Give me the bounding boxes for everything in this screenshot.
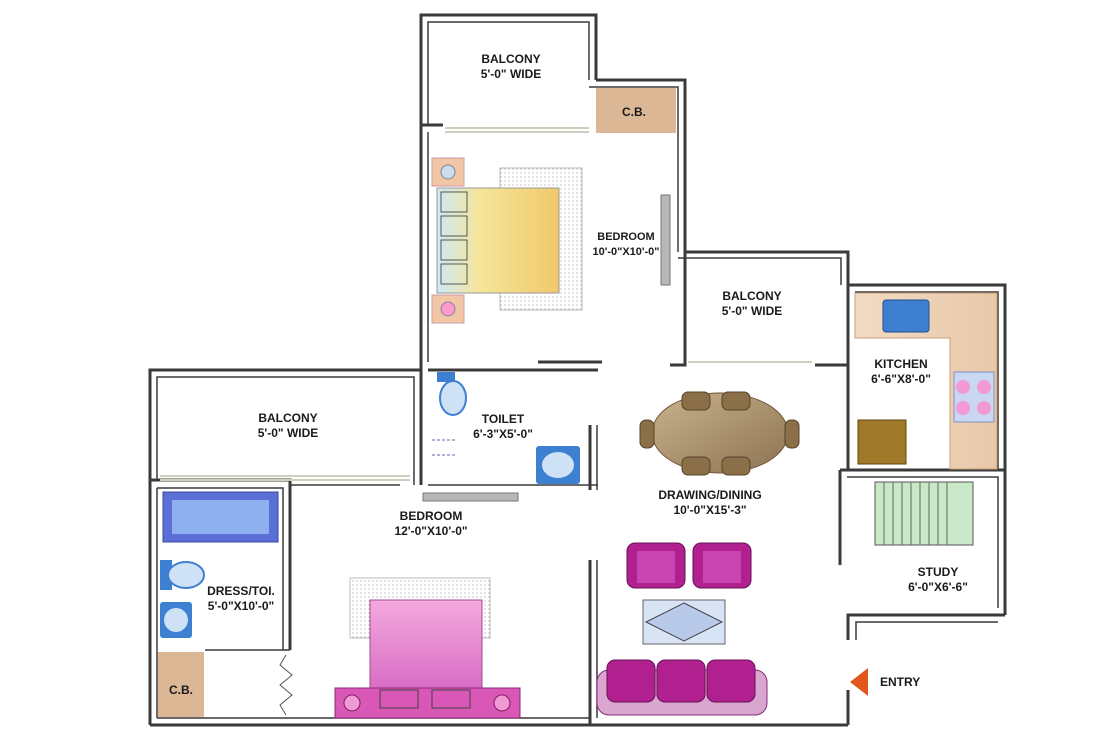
cupboard-bottom [158, 652, 204, 717]
drawing-dining-size: 10'-0"X15'-3" [673, 503, 746, 517]
entry-arrow-icon [850, 668, 868, 696]
bedroom-second-size: 12'-0"X10'-0" [394, 524, 467, 538]
cupboard-top [596, 88, 676, 133]
kitchen-size: 6'-6"X8'-0" [871, 372, 931, 386]
balcony-top-size: 5'-0" WIDE [481, 67, 542, 81]
bedroom-master-name: BEDROOM [597, 231, 654, 243]
drawing-dining-name: DRAWING/DINING [658, 488, 761, 502]
living-furniture [596, 542, 768, 716]
study-size: 6'-0"X6'-6" [908, 580, 968, 594]
tv-unit [422, 492, 519, 502]
balcony-right-name: BALCONY [722, 289, 781, 303]
dress-toilet-name: DRESS/TOI. [207, 584, 275, 598]
toilet-size: 6'-3"X5'-0" [473, 427, 533, 441]
kitchen-counter [854, 292, 998, 470]
wardrobe-master [660, 194, 671, 286]
dining-set [639, 391, 800, 476]
bedroom-master-size: 10'-0"X10'-0" [592, 246, 659, 258]
study-staircase [874, 481, 974, 546]
kitchen-name: KITCHEN [874, 357, 927, 371]
master-bed [431, 157, 583, 324]
balcony-left-size: 5'-0" WIDE [258, 426, 319, 440]
balcony-right-size: 5'-0" WIDE [722, 304, 783, 318]
dress-toilet-size: 5'-0"X10'-0" [208, 599, 274, 613]
entry-label: ENTRY [880, 675, 920, 689]
balcony-top-name: BALCONY [481, 52, 540, 66]
second-bed [334, 577, 521, 719]
dress-toilet-fixtures [160, 491, 293, 716]
cb-bottom-name: C.B. [169, 683, 193, 697]
cb-top-name: C.B. [622, 105, 646, 119]
balcony-railings [160, 127, 812, 481]
toilet-name: TOILET [482, 412, 525, 426]
balcony-left-name: BALCONY [258, 411, 317, 425]
study-name: STUDY [918, 565, 959, 579]
room-labels: BALCONY 5'-0" WIDE C.B. BEDROOM 10'-0"X1… [169, 52, 968, 697]
bedroom-second-name: BEDROOM [400, 509, 463, 523]
toilet-fixtures [432, 372, 580, 484]
